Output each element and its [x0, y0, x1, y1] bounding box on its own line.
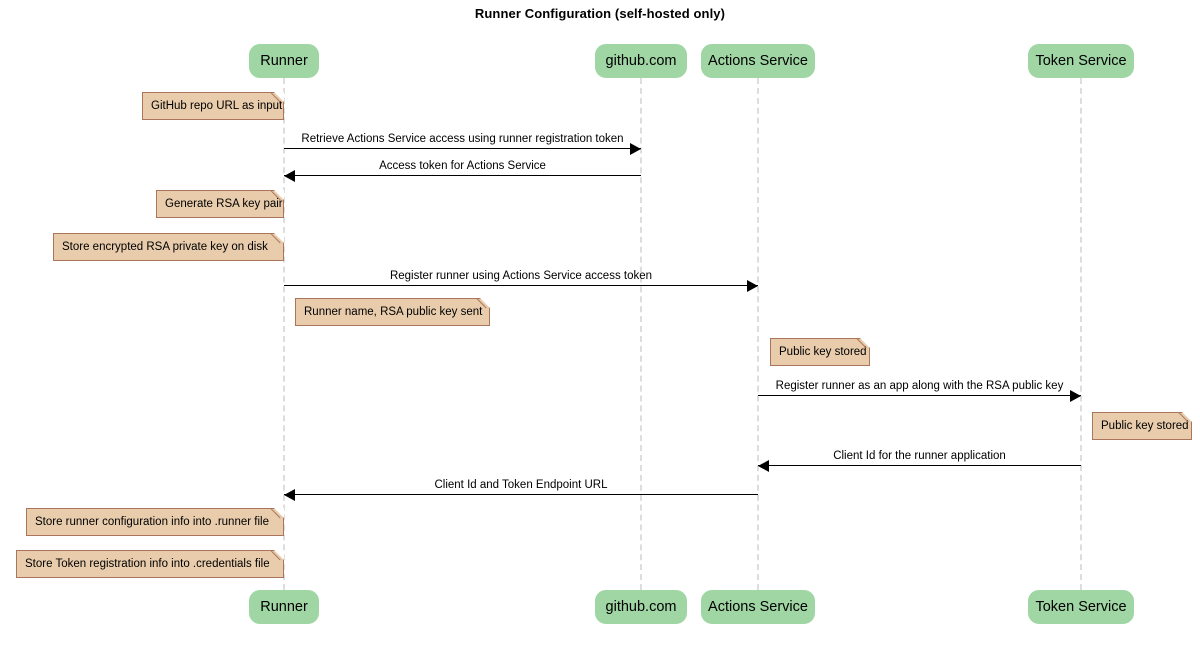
- note-generate-rsa[interactable]: Generate RSA key pair: [156, 190, 284, 218]
- participant-label: Actions Service: [708, 599, 808, 615]
- message-line: [758, 395, 1081, 396]
- arrowhead-right-icon: [630, 142, 641, 155]
- note-fold-corner-icon: [274, 92, 284, 102]
- participant-github-bottom[interactable]: github.com: [595, 590, 687, 624]
- note-fold-corner-icon: [274, 550, 284, 560]
- note-text: Store Token registration info into .cred…: [25, 558, 270, 570]
- participant-label: Token Service: [1035, 599, 1127, 615]
- message-label: Client Id for the runner application: [833, 450, 1006, 462]
- note-public-key-stored-ts[interactable]: Public key stored: [1092, 412, 1192, 440]
- message-line: [758, 465, 1081, 466]
- note-fold-corner-icon: [274, 233, 284, 243]
- note-text: Generate RSA key pair: [165, 198, 283, 210]
- lifeline-github: [640, 78, 642, 590]
- participant-actions-bottom[interactable]: Actions Service: [701, 590, 815, 624]
- message-label: Retrieve Actions Service access using ru…: [301, 133, 624, 145]
- message-label: Register runner as an app along with the…: [775, 380, 1064, 392]
- arrowhead-right-icon: [1070, 389, 1081, 402]
- participant-runner-top[interactable]: Runner: [249, 44, 319, 78]
- lifeline-actions: [757, 78, 759, 590]
- note-store-runner-config[interactable]: Store runner configuration info into .ru…: [26, 508, 284, 536]
- note-store-token-reg[interactable]: Store Token registration info into .cred…: [16, 550, 284, 578]
- arrowhead-left-icon: [758, 459, 769, 472]
- msg-client-id-token-endpoint[interactable]: Client Id and Token Endpoint URL: [284, 471, 758, 501]
- note-text: Runner name, RSA public key sent: [304, 306, 483, 318]
- participant-label: Actions Service: [708, 53, 808, 69]
- note-fold-corner-icon: [274, 190, 284, 200]
- message-line: [284, 148, 641, 149]
- note-github-repo-url[interactable]: GitHub repo URL as input: [142, 92, 284, 120]
- note-fold-corner-icon: [860, 338, 870, 348]
- message-line: [284, 175, 641, 176]
- participant-token-top[interactable]: Token Service: [1028, 44, 1134, 78]
- participant-label: Runner: [260, 53, 308, 69]
- participant-github-top[interactable]: github.com: [595, 44, 687, 78]
- msg-access-token[interactable]: Access token for Actions Service: [284, 152, 641, 182]
- arrowhead-right-icon: [747, 279, 758, 292]
- msg-client-id-runner-app[interactable]: Client Id for the runner application: [758, 442, 1081, 472]
- message-label: Access token for Actions Service: [379, 160, 546, 172]
- participant-label: Runner: [260, 599, 308, 615]
- participant-runner-bottom[interactable]: Runner: [249, 590, 319, 624]
- note-fold-corner-icon: [274, 508, 284, 518]
- note-text: GitHub repo URL as input: [151, 100, 283, 112]
- note-fold-corner-icon: [1182, 412, 1192, 422]
- participant-label: github.com: [605, 53, 677, 69]
- note-text: Public key stored: [779, 346, 867, 358]
- note-public-key-stored-as[interactable]: Public key stored: [770, 338, 870, 366]
- page-title: Runner Configuration (self-hosted only): [474, 6, 726, 21]
- message-line: [284, 285, 758, 286]
- arrowhead-left-icon: [284, 169, 295, 182]
- arrowhead-left-icon: [284, 488, 295, 501]
- note-text: Store encrypted RSA private key on disk: [62, 241, 268, 253]
- participant-token-bottom[interactable]: Token Service: [1028, 590, 1134, 624]
- lifeline-runner: [283, 78, 285, 590]
- participant-label: Token Service: [1035, 53, 1127, 69]
- message-label: Client Id and Token Endpoint URL: [434, 479, 608, 491]
- note-fold-corner-icon: [480, 298, 490, 308]
- note-text: Store runner configuration info into .ru…: [35, 516, 269, 528]
- note-store-private-key[interactable]: Store encrypted RSA private key on disk: [53, 233, 284, 261]
- note-runner-name-pubkey[interactable]: Runner name, RSA public key sent: [295, 298, 490, 326]
- participant-actions-top[interactable]: Actions Service: [701, 44, 815, 78]
- message-line: [284, 494, 758, 495]
- lifeline-token: [1080, 78, 1082, 590]
- note-text: Public key stored: [1101, 420, 1189, 432]
- msg-retrieve-actions-access[interactable]: Retrieve Actions Service access using ru…: [284, 125, 641, 155]
- message-label: Register runner using Actions Service ac…: [389, 270, 653, 282]
- msg-register-app-rsa[interactable]: Register runner as an app along with the…: [758, 372, 1081, 402]
- msg-register-runner[interactable]: Register runner using Actions Service ac…: [284, 262, 758, 292]
- participant-label: github.com: [605, 599, 677, 615]
